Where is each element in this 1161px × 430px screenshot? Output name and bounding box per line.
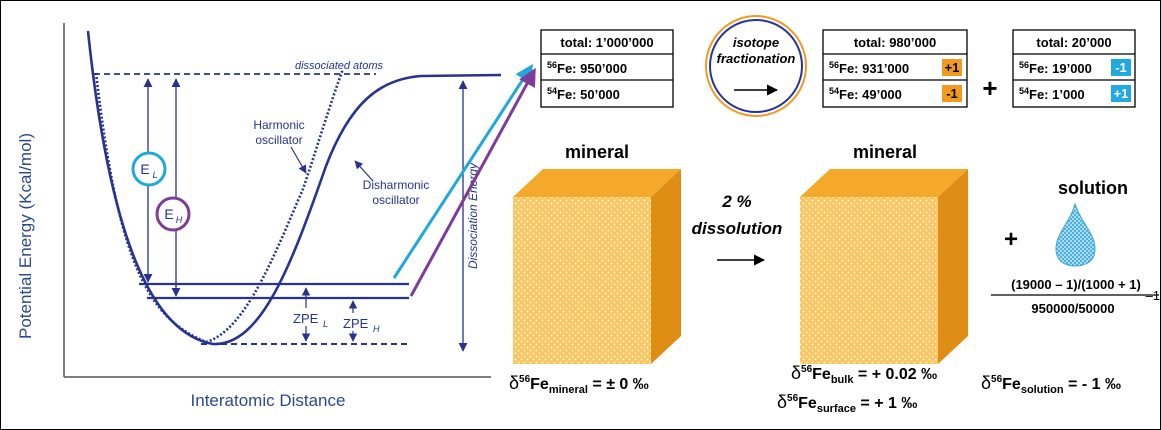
mineral-fe56-badge-text: +1 [945,60,960,75]
solution-isotope-table: total: 20’000 56Fe: 19’000 54Fe: 1’000 -… [1012,29,1136,108]
delta-mineral: δ56Femineral = ± 0 ‰ [509,373,649,396]
harmonic-label-2: oscillator [255,133,302,147]
mineral-label-right: mineral [853,142,917,162]
solution-fe56-sup: 56 [1019,60,1029,70]
fraction-formula: (19000 – 1)/(1000 + 1) 950000/50000 –1 [991,277,1160,316]
svg-text:56Fe: 950’000: 56Fe: 950’000 [547,60,627,76]
solution-fe56-badge-text: -1 [1115,60,1127,75]
isotope-fractionation-circle: isotope fractionation [705,15,807,117]
fractionation-line2: fractionation [717,51,796,66]
delta-bulk: δ56Febulk = + 0.02 ‰ [791,363,937,386]
disharmonic-curve [86,30,502,346]
mineral-cube-right [800,169,968,364]
mineral-label-left: mineral [565,142,629,162]
cyan-arrow [392,63,533,279]
x-axis-label: Interatomic Distance [191,391,346,410]
disharmonic-label-1: Disharmonic [363,178,430,192]
solution-fe56: Fe: 19’000 [1029,61,1092,76]
mineral-fe54-badge [942,85,962,102]
harmonic-arrow [290,146,307,174]
plus-between-tables: + [982,73,997,103]
solution-fe54-badge [1111,85,1131,102]
fractionation-line1: isotope [733,35,779,50]
zpel-main: ZPE [293,311,319,326]
solution-fe56-badge [1111,59,1131,76]
mineral-fe56-badge [942,59,962,76]
mineral-fe56: Fe: 931’000 [839,61,909,76]
zpel-sub: L [323,319,328,329]
svg-text:54Fe: 49’000: 54Fe: 49’000 [829,86,902,102]
initial-fe54-sup: 54 [547,86,557,96]
mineral-fe56-sup: 56 [829,60,839,70]
formula-tail: –1 [1146,288,1160,303]
dissolution-percent: 2 % [721,192,751,211]
potential-energy-plot: Potential Energy (Kcal/mol) Interatomic … [16,23,502,410]
el-badge: E L [131,151,167,187]
delta-solution: δ56Fesolution = - 1 ‰ [981,373,1121,396]
zpeh-main: ZPE [343,316,369,331]
solution-label: solution [1058,178,1128,198]
formula-denominator: 950000/50000 [1031,301,1114,316]
formula-numerator: (19000 – 1)/(1000 + 1) [1011,277,1141,292]
eh-main: E [164,206,173,222]
solution-fe54: Fe: 1’000 [1029,87,1085,102]
harmonic-label-1: Harmonic [253,118,304,132]
eh-badge: E H [155,196,191,232]
eh-sub: H [176,215,183,225]
svg-text:54Fe: 1’000: 54Fe: 1’000 [1019,86,1085,102]
el-main: E [140,161,149,177]
initial-isotope-table: total: 1’000’000 56Fe: 950’000 54Fe: 50’… [540,29,674,108]
initial-total: total: 1’000’000 [560,35,653,50]
mineral-isotope-table: total: 980’000 56Fe: 931’000 54Fe: 49’00… [822,29,968,108]
initial-fe56: Fe: 950’000 [557,61,627,76]
dissociated-atoms-label: dissociated atoms [295,60,384,72]
mineral-fe54-sup: 54 [829,86,839,96]
mineral-cube-left [513,169,681,364]
initial-fe56-sup: 56 [547,60,557,70]
y-axis-label: Potential Energy (Kcal/mol) [16,133,35,339]
zpeh-sub: H [373,324,380,334]
harmonic-curve [94,68,345,344]
dissolution-word: dissolution [692,219,783,238]
disharmonic-arrow [354,160,374,182]
disharmonic-label-2: oscillator [372,193,419,207]
delta-surface: δ56Fesurface = + 1 ‰ [777,392,917,415]
water-drop-icon [1055,202,1096,267]
mineral-total: total: 980’000 [854,35,936,50]
solution-total: total: 20’000 [1036,35,1111,50]
dissociation-energy-label: Dissociation Energy [466,162,480,269]
plus-solution: + [1004,226,1018,253]
purple-arrow [409,67,536,297]
el-sub: L [152,170,157,180]
mineral-fe54-badge-text: -1 [946,86,958,101]
svg-text:56Fe: 931’000: 56Fe: 931’000 [829,60,909,76]
solution-fe54-sup: 54 [1019,86,1029,96]
solution-fe54-badge-text: +1 [1114,86,1129,101]
mineral-fe54: Fe: 49’000 [839,87,902,102]
svg-text:56Fe: 19’000: 56Fe: 19’000 [1019,60,1092,76]
initial-fe54: Fe: 50’000 [557,87,620,102]
svg-text:54Fe: 50’000: 54Fe: 50’000 [547,86,620,102]
